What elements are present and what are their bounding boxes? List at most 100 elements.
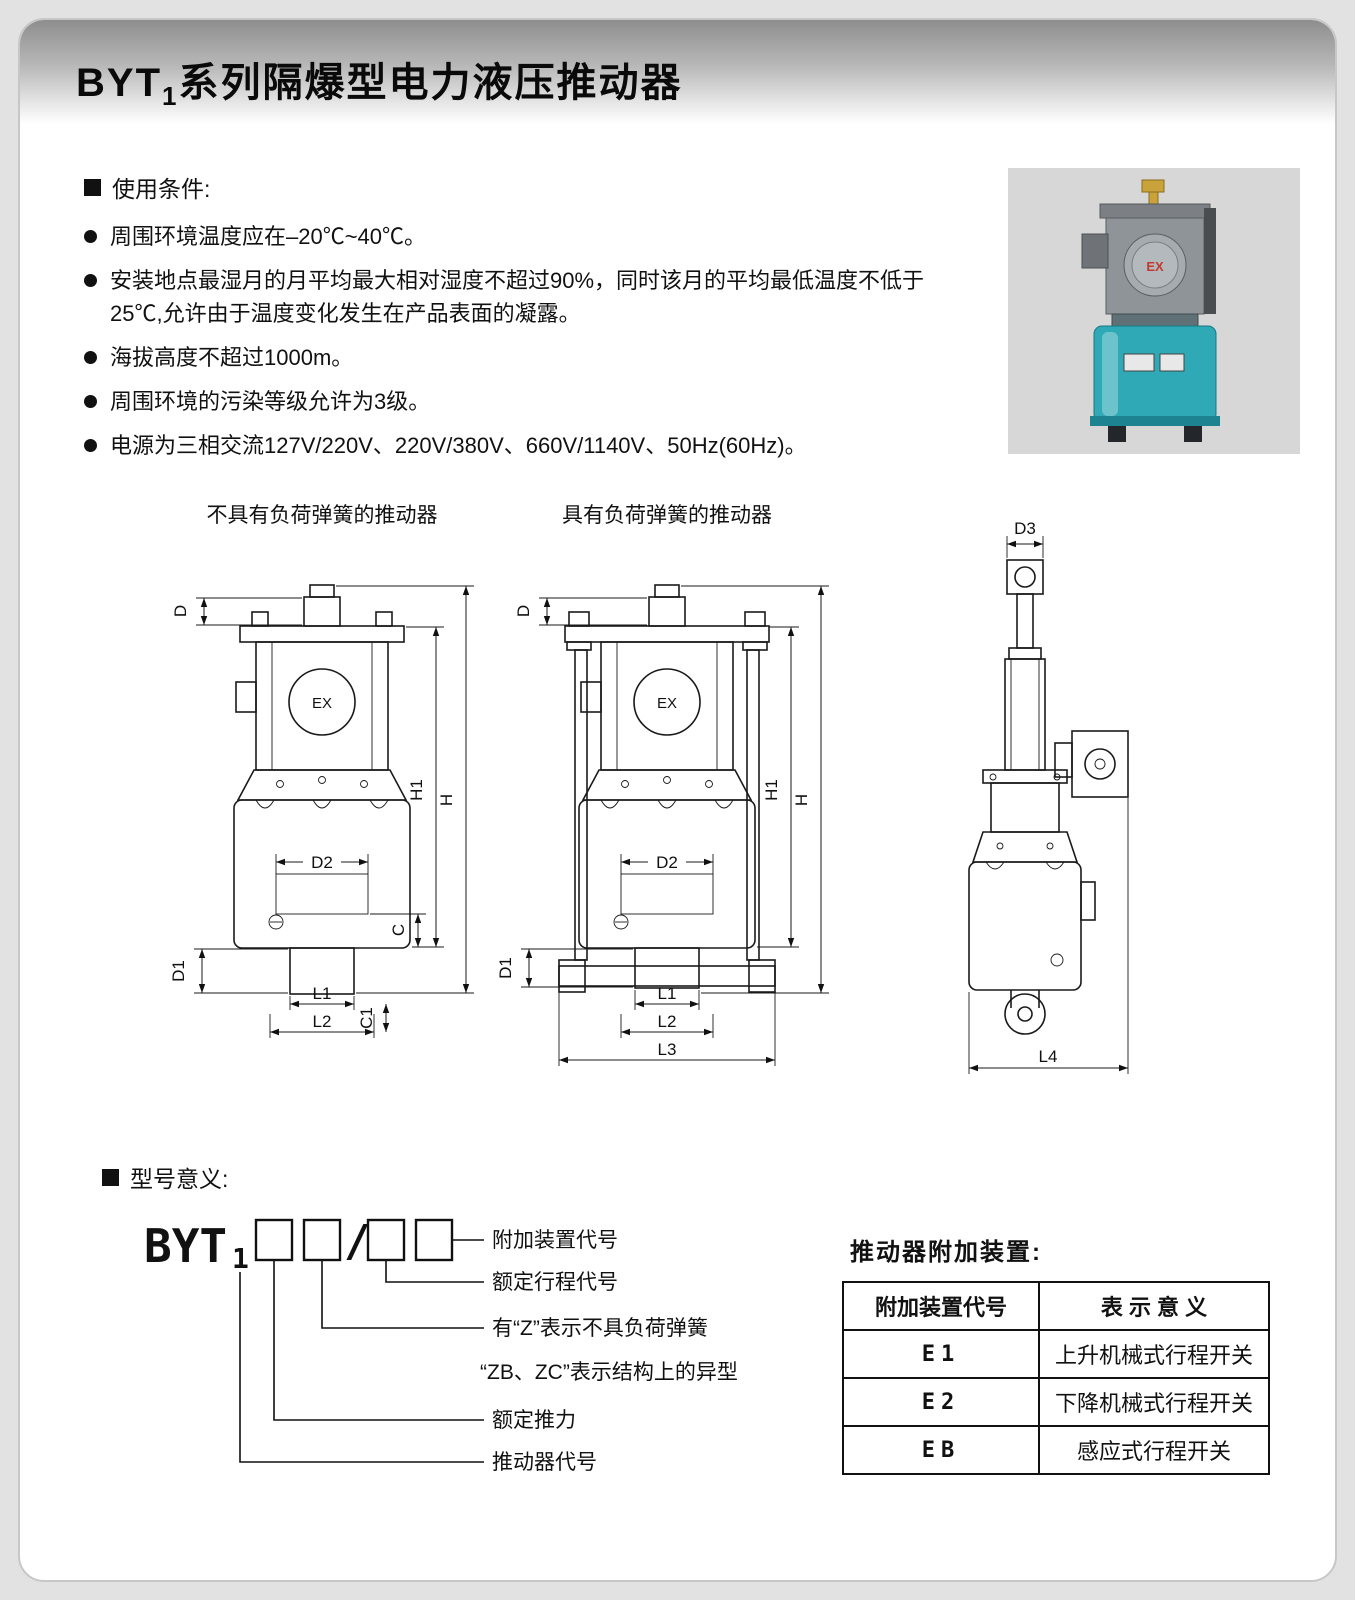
attachment-code-cell: EB	[842, 1425, 1040, 1475]
caption-no-spring: 不具有负荷弹簧的推动器	[207, 504, 438, 527]
attachment-section: 推动器附加装置: 附加装置代号 表 示 意 义 E1 上升机械式行程开关 E2	[842, 1232, 1270, 1475]
brass-fitting	[1141, 179, 1165, 193]
model-code-slash: /	[344, 1216, 371, 1267]
callout-line	[321, 1260, 484, 1329]
model-meaning-heading-text: 型号意义:	[130, 1166, 229, 1192]
foot	[1184, 426, 1202, 442]
dot-bullet-icon	[84, 395, 97, 408]
dim-label-d1: D1	[496, 957, 515, 979]
dim-label-l4: L4	[1039, 1047, 1058, 1066]
square-bullet-icon	[84, 178, 101, 196]
condition-item: 安装地点最湿月的月平均最大相对湿度不超过90%，同时该月的平均最低温度不低于25…	[84, 264, 944, 330]
tank-highlight	[1102, 332, 1118, 416]
dim-label-h1: H1	[407, 779, 426, 801]
dim-label-l2: L2	[658, 1012, 677, 1031]
usage-conditions-heading: 使用条件:	[84, 170, 944, 204]
label-zbzc-note: “ZB、ZC”表示结构上的异型	[480, 1361, 738, 1384]
label-thruster-code: 推动器代号	[492, 1451, 597, 1474]
code-box-attachment	[414, 1218, 454, 1262]
dim-label-l1: L1	[313, 984, 332, 1003]
ex-marking: EX	[657, 695, 677, 712]
attachment-meaning-cell: 下降机械式行程开关	[1038, 1377, 1270, 1427]
condition-item: 周围环境的污染等级允许为3级。	[84, 385, 944, 418]
square-bullet-icon	[102, 1168, 119, 1186]
callout-line	[239, 1272, 484, 1463]
dim-label-d: D	[514, 605, 533, 617]
caption-with-spring: 具有负荷弹簧的推动器	[562, 504, 772, 527]
dot-bullet-icon	[84, 439, 97, 452]
drawing-side-view: D3 L4	[968, 519, 1129, 1074]
technical-drawings: 不具有负荷弹簧的推动器 具有负荷弹簧的推动器 EX	[70, 490, 1320, 1145]
dot-bullet-icon	[84, 351, 97, 364]
foot	[1108, 426, 1126, 442]
page-title: BYT1系列隔爆型电力液压推动器	[76, 50, 682, 112]
table-row: E2 下降机械式行程开关	[842, 1377, 1270, 1427]
condition-item: 海拔高度不超过1000m。	[84, 341, 944, 374]
table-header-row: 附加装置代号 表 示 意 义	[842, 1281, 1270, 1331]
label-rated-stroke-code: 额定行程代号	[492, 1271, 618, 1294]
header-attachment-code: 附加装置代号	[842, 1281, 1040, 1331]
condition-text: 海拔高度不超过1000m。	[110, 345, 354, 370]
motor-cap	[1099, 203, 1211, 219]
ex-plate-inner	[1131, 241, 1179, 289]
dim-label-d: D	[171, 605, 190, 617]
condition-text: 电源为三相交流127V/220V、220V/380V、660V/1140V、50…	[110, 433, 807, 458]
dimension-drawings: 不具有负荷弹簧的推动器 具有负荷弹簧的推动器 EX	[169, 504, 1129, 1074]
code-box-spring-type	[302, 1218, 342, 1262]
drawing-no-spring: EX D2	[169, 584, 474, 1038]
model-code-subscript: 1	[232, 1242, 249, 1275]
attachment-meaning-cell: 上升机械式行程开关	[1038, 1329, 1270, 1379]
condition-text: 周围环境的污染等级允许为3级。	[110, 389, 431, 414]
collar	[1111, 313, 1199, 327]
attachment-table-title: 推动器附加装置:	[850, 1239, 1042, 1266]
attachment-code-cell: E1	[842, 1329, 1040, 1379]
title-band: BYT1系列隔爆型电力液压推动器	[20, 20, 1335, 124]
junction-box	[1081, 233, 1109, 269]
dim-label-h1: H1	[762, 779, 781, 801]
dim-label-h: H	[792, 794, 811, 806]
model-code-svg: BYT 1 / 附加装置代号 额定行程代号 有“Z”表示不具负荷弹簧 “ZB、Z…	[144, 1216, 738, 1474]
model-code-diagram: BYT 1 / 附加装置代号 额定行程代号 有“Z”表示不具负荷弹簧 “ZB、Z…	[80, 1202, 840, 1497]
title-prefix: BYT	[76, 61, 162, 105]
usage-conditions-section: 使用条件: 周围环境温度应在–20℃~40℃。 安装地点最湿月的月平均最大相对湿…	[84, 170, 944, 473]
dim-label-l2: L2	[313, 1012, 332, 1031]
attachment-table: 附加装置代号 表 示 意 义 E1 上升机械式行程开关 E2 下降机械式行程开关…	[842, 1281, 1270, 1475]
ex-marking: EX	[1146, 259, 1164, 274]
dot-bullet-icon	[84, 230, 97, 243]
product-photo-illustration: EX	[1008, 168, 1300, 454]
label-z-note: 有“Z”表示不具负荷弹簧	[492, 1317, 708, 1340]
dot-bullet-icon	[84, 274, 97, 287]
dim-label-c1: C1	[357, 1007, 376, 1029]
brass-stem	[1148, 191, 1159, 206]
motor-side-bar	[1204, 208, 1216, 314]
callout-line	[385, 1260, 484, 1283]
table-row: EB 感应式行程开关	[842, 1425, 1270, 1475]
product-photo: EX	[1008, 168, 1300, 454]
condition-item: 周围环境温度应在–20℃~40℃。	[84, 220, 944, 253]
dim-label-h: H	[437, 794, 456, 806]
label-rated-thrust: 额定推力	[492, 1409, 576, 1432]
title-rest: 系列隔爆型电力液压推动器	[178, 61, 683, 105]
dim-label-l1: L1	[658, 984, 677, 1003]
ex-marking: EX	[312, 695, 332, 712]
model-meaning-heading: 型号意义:	[102, 1160, 228, 1194]
dim-label-d2: D2	[311, 853, 333, 872]
tank-rim	[1090, 416, 1220, 426]
condition-item: 电源为三相交流127V/220V、220V/380V、660V/1140V、50…	[84, 429, 944, 462]
model-code-prefix: BYT	[144, 1219, 227, 1273]
label-attachment-code: 附加装置代号	[492, 1229, 618, 1252]
code-box-stroke	[366, 1218, 406, 1262]
table-row: E1 上升机械式行程开关	[842, 1329, 1270, 1379]
page-frame: BYT1系列隔爆型电力液压推动器 使用条件: 周围环境温度应在–20℃~40℃。…	[18, 18, 1337, 1582]
callout-line	[273, 1260, 484, 1421]
dim-label-d3: D3	[1014, 519, 1036, 538]
drawing-with-spring: EX	[496, 584, 829, 1066]
dim-label-d1: D1	[169, 960, 188, 982]
attachment-code-cell: E2	[842, 1377, 1040, 1427]
title-subscript: 1	[162, 81, 179, 111]
nameplate	[1123, 353, 1155, 372]
header-meaning: 表 示 意 义	[1038, 1281, 1270, 1331]
condition-text: 周围环境温度应在–20℃~40℃。	[110, 224, 427, 249]
condition-text: 安装地点最湿月的月平均最大相对湿度不超过90%，同时该月的平均最低温度不低于25…	[110, 268, 925, 326]
